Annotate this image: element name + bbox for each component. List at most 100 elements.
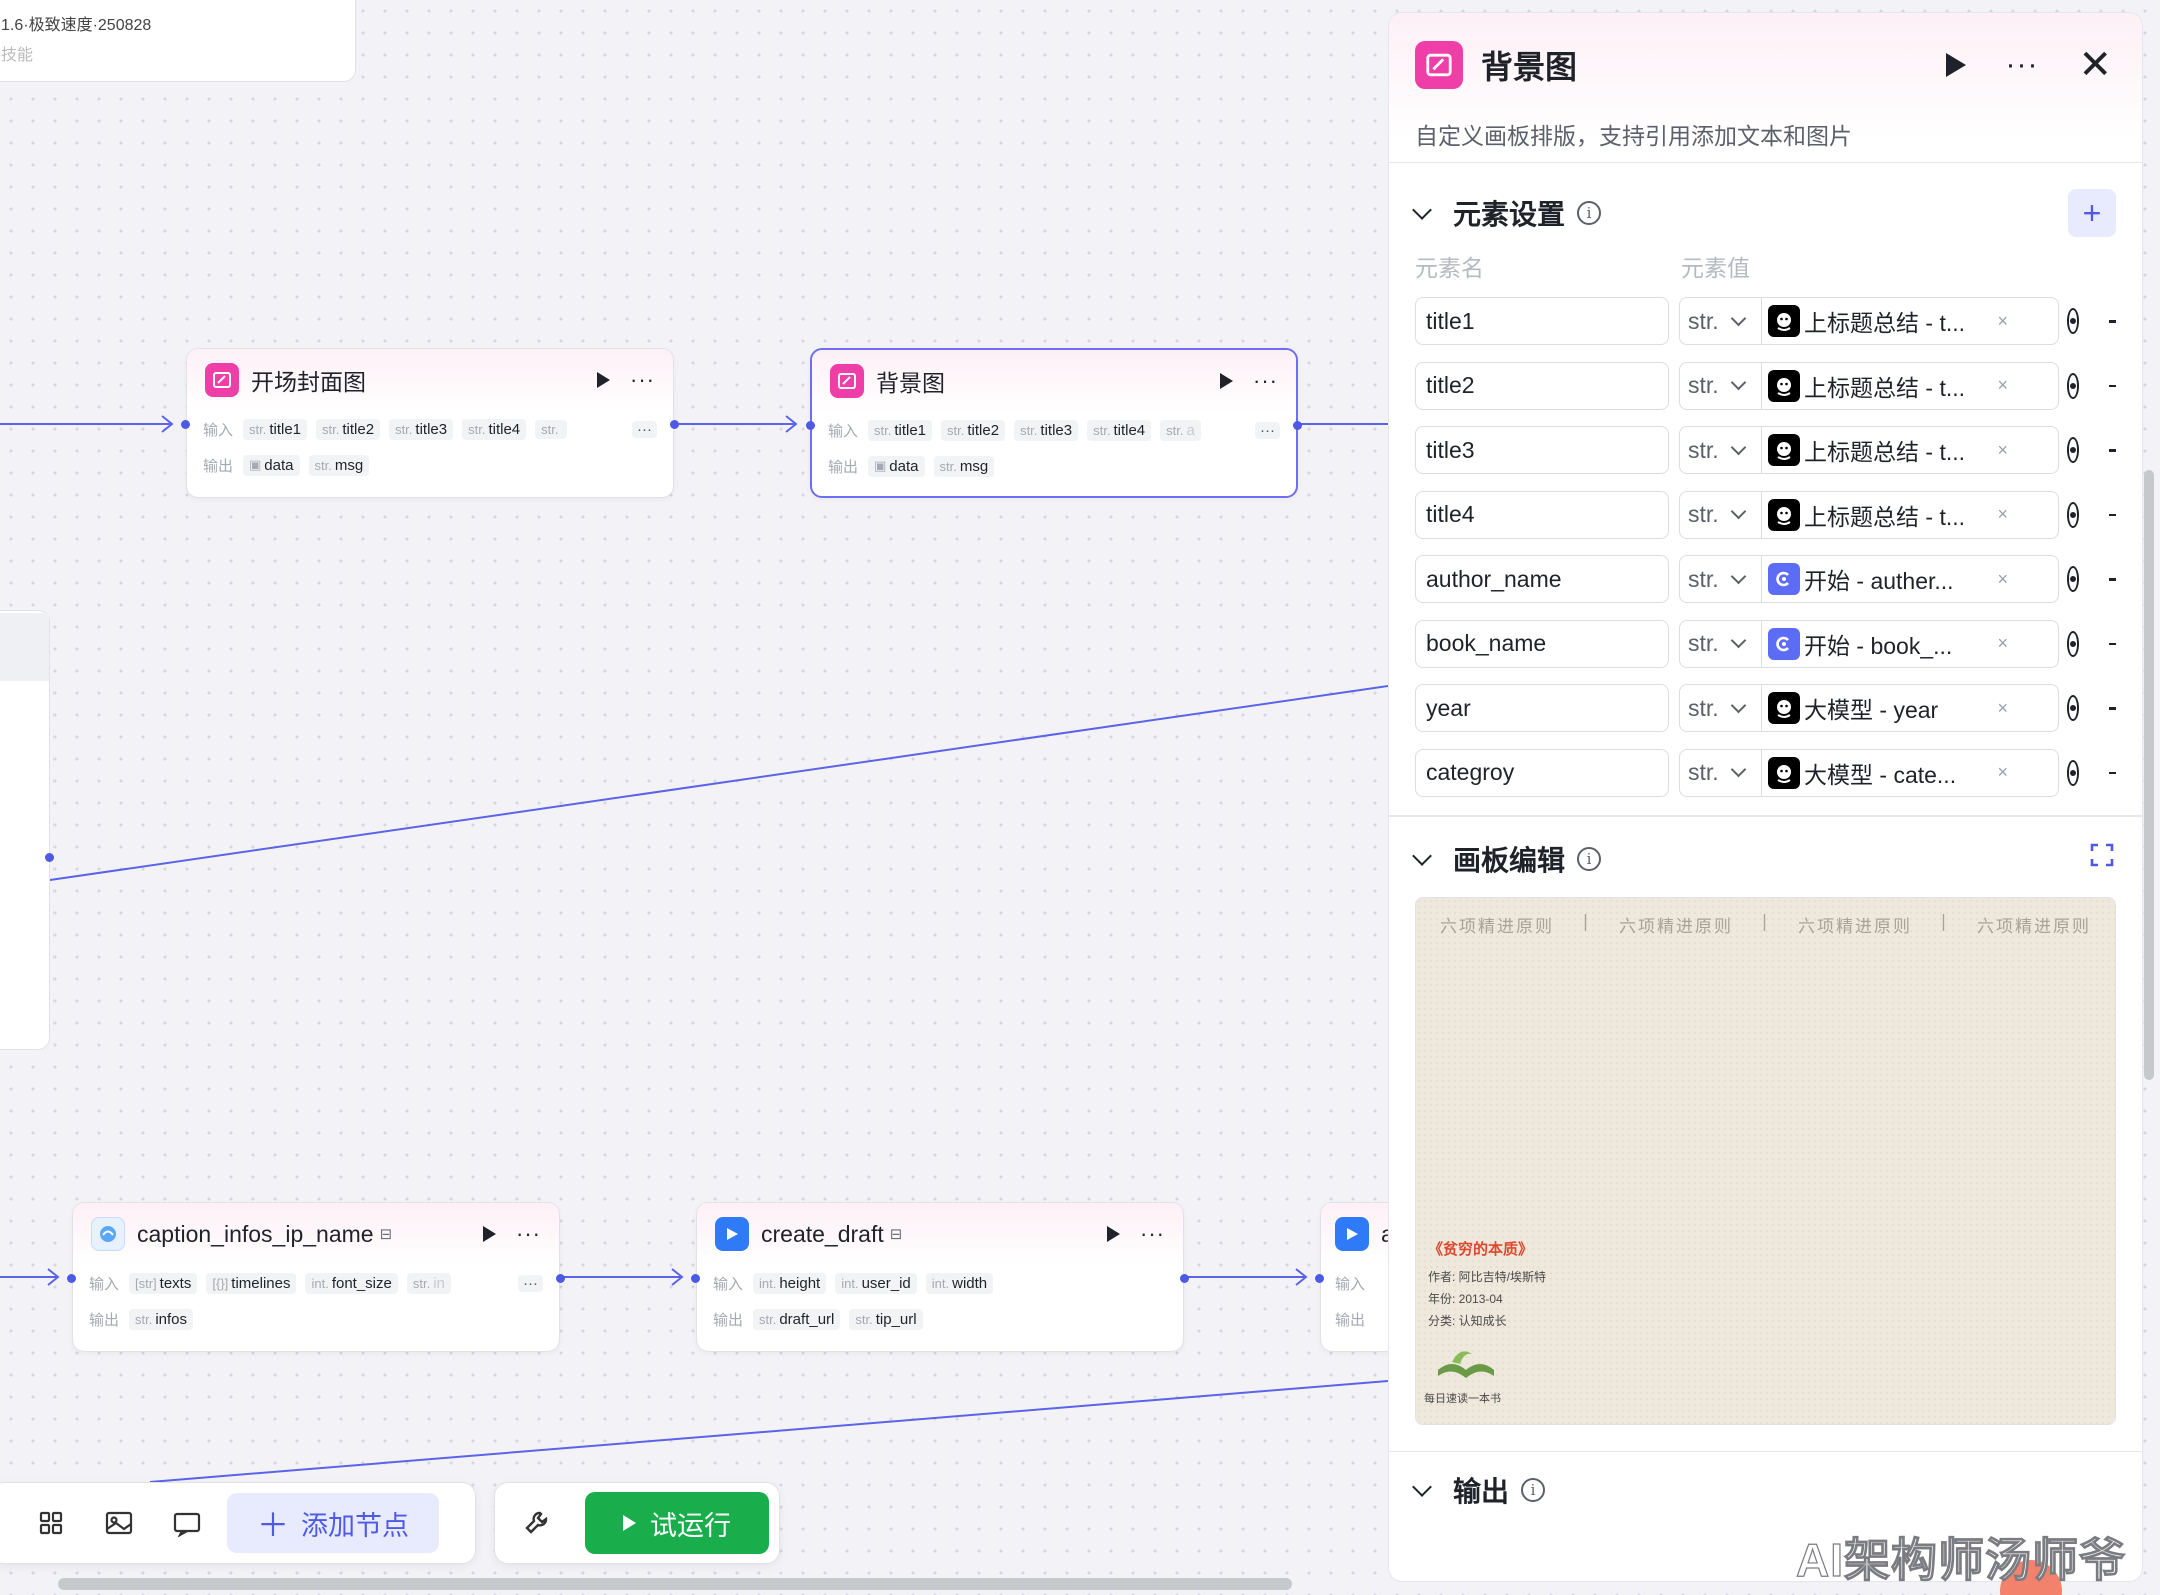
chevron-down-icon[interactable]	[1412, 200, 1432, 220]
partial-left-node[interactable]	[0, 610, 50, 1050]
run-node-icon[interactable]	[1107, 1226, 1121, 1242]
type-select[interactable]: str.	[1680, 362, 1762, 409]
more-icon[interactable]: ···	[1140, 1221, 1165, 1246]
element-name-input[interactable]: title1	[1415, 297, 1669, 346]
element-name-input[interactable]: book_name	[1415, 619, 1669, 668]
variable-reference-icon[interactable]	[2067, 437, 2080, 464]
add-element-button[interactable]: +	[2068, 189, 2116, 237]
element-name-input[interactable]: title3	[1415, 426, 1669, 475]
node-background-image[interactable]: 背景图 ··· 输入 str.title1 str.title2 str.tit…	[806, 348, 1302, 498]
input-port[interactable]	[806, 421, 815, 430]
reference-value[interactable]: 上标题总结 - t...×	[1762, 433, 2014, 467]
type-select[interactable]: str.	[1680, 491, 1762, 538]
variable-reference-icon[interactable]	[2067, 630, 2080, 657]
element-name-input[interactable]: categroy	[1415, 748, 1669, 797]
remove-element-icon[interactable]	[2109, 707, 2116, 710]
element-name-input[interactable]: title2	[1415, 361, 1669, 410]
reference-value[interactable]: 上标题总结 - t...×	[1762, 498, 2014, 532]
more-inputs-icon[interactable]: ···	[518, 1274, 543, 1292]
output-port[interactable]	[1293, 421, 1302, 430]
remove-element-icon[interactable]	[2109, 384, 2116, 387]
reference-value[interactable]: 大模型 - cate...×	[1762, 756, 2014, 790]
workflow-canvas[interactable]: 1.6·极致速度·250828 技能 开场封面图 ··· 输入 str.titl…	[0, 0, 1388, 1595]
run-node-icon[interactable]	[1945, 53, 1966, 77]
more-inputs-icon[interactable]: ···	[632, 420, 657, 438]
info-icon[interactable]: i	[1577, 201, 1602, 225]
type-select[interactable]: str.	[1680, 749, 1762, 796]
variable-reference-icon[interactable]	[2067, 695, 2080, 722]
clear-icon[interactable]: ×	[1997, 439, 2008, 460]
clear-icon[interactable]: ×	[1997, 504, 2008, 525]
more-icon[interactable]: ···	[2005, 48, 2039, 81]
add-node-button[interactable]: ＋ 添加节点	[227, 1493, 440, 1553]
image-icon[interactable]	[91, 1495, 147, 1551]
more-inputs-icon[interactable]: ···	[1255, 421, 1280, 439]
input-port[interactable]	[67, 1274, 76, 1283]
output-port[interactable]	[556, 1274, 565, 1283]
variable-reference-icon[interactable]	[2067, 308, 2080, 335]
input-port[interactable]	[691, 1274, 700, 1283]
output-port[interactable]	[45, 853, 54, 862]
run-node-icon[interactable]	[483, 1226, 497, 1242]
node-partial-right[interactable]: a 输入 输出	[1315, 1202, 1388, 1352]
output-section-header[interactable]: 输出 i	[1389, 1460, 2142, 1520]
fullscreen-icon[interactable]	[2088, 841, 2116, 876]
element-name-input[interactable]: title4	[1415, 490, 1669, 539]
elements-section-header[interactable]: 元素设置 i +	[1389, 183, 2142, 243]
clear-icon[interactable]: ×	[1997, 568, 2008, 589]
remove-element-icon[interactable]	[2109, 578, 2116, 581]
chevron-down-icon[interactable]	[1412, 1477, 1432, 1497]
remove-element-icon[interactable]	[2109, 449, 2116, 452]
clear-icon[interactable]: ×	[1997, 310, 2008, 331]
type-select[interactable]: str.	[1680, 427, 1762, 474]
chevron-down-icon[interactable]	[1412, 845, 1432, 866]
more-icon[interactable]: ···	[630, 367, 655, 392]
test-run-button[interactable]: 试运行	[585, 1492, 769, 1554]
variable-reference-icon[interactable]	[2067, 566, 2080, 593]
output-port[interactable]	[1180, 1274, 1189, 1283]
element-name-input[interactable]: author_name	[1415, 555, 1669, 604]
reference-value[interactable]: 上标题总结 - t...×	[1762, 304, 2014, 338]
node-create-draft[interactable]: create_draft ⊟ ··· 输入 int.height int.use…	[691, 1202, 1189, 1352]
comment-icon[interactable]	[159, 1495, 215, 1551]
variable-reference-icon[interactable]	[2067, 372, 2080, 399]
board-section-header[interactable]: 画板编辑 i	[1389, 829, 2142, 889]
type-select[interactable]: str.	[1680, 298, 1762, 345]
horizontal-scrollbar[interactable]	[58, 1578, 1292, 1590]
reference-value[interactable]: 开始 - auther...×	[1762, 562, 2014, 596]
node-cover-image[interactable]: 开场封面图 ··· 输入 str.title1 str.title2 str.t…	[181, 348, 679, 498]
panel-scrollbar[interactable]	[2144, 470, 2154, 1080]
node-caption-infos[interactable]: caption_infos_ip_name ⊟ ··· 输入 [str]text…	[67, 1202, 565, 1352]
more-icon[interactable]: ···	[1253, 368, 1278, 393]
partial-model-card[interactable]: 1.6·极致速度·250828 技能	[0, 0, 356, 82]
input-port[interactable]	[181, 420, 190, 429]
clear-icon[interactable]: ×	[1997, 633, 2008, 654]
remove-element-icon[interactable]	[2109, 771, 2116, 774]
more-icon[interactable]: ···	[516, 1221, 541, 1246]
run-node-icon[interactable]	[597, 372, 611, 388]
type-select[interactable]: str.	[1680, 685, 1762, 732]
info-icon[interactable]: i	[1521, 1478, 1546, 1502]
output-port[interactable]	[670, 420, 679, 429]
reference-value[interactable]: 大模型 - year×	[1762, 691, 2014, 725]
variable-reference-icon[interactable]	[2067, 501, 2080, 528]
remove-element-icon[interactable]	[2109, 642, 2116, 645]
element-name-input[interactable]: year	[1415, 684, 1669, 733]
reference-value[interactable]: 开始 - book_...×	[1762, 627, 2014, 661]
wrench-icon[interactable]	[509, 1495, 565, 1551]
input-port[interactable]	[1315, 1274, 1324, 1283]
variable-reference-icon[interactable]	[2067, 759, 2080, 786]
type-select[interactable]: str.	[1680, 556, 1762, 603]
board-canvas[interactable]: 六项精进原则 | 六项精进原则 | 六项精进原则 | 六项精进原则 《贫穷的本质…	[1415, 896, 2116, 1425]
clear-icon[interactable]: ×	[1997, 375, 2008, 396]
clear-icon[interactable]: ×	[1997, 762, 2008, 783]
remove-element-icon[interactable]	[2109, 320, 2116, 323]
reference-value[interactable]: 上标题总结 - t...×	[1762, 369, 2014, 403]
clear-icon[interactable]: ×	[1997, 697, 2008, 718]
type-select[interactable]: str.	[1680, 620, 1762, 667]
run-node-icon[interactable]	[1220, 373, 1234, 389]
close-icon[interactable]: ✕	[2078, 43, 2112, 87]
info-icon[interactable]: i	[1577, 846, 1602, 871]
layout-grid-icon[interactable]	[23, 1495, 79, 1551]
remove-element-icon[interactable]	[2109, 513, 2116, 516]
